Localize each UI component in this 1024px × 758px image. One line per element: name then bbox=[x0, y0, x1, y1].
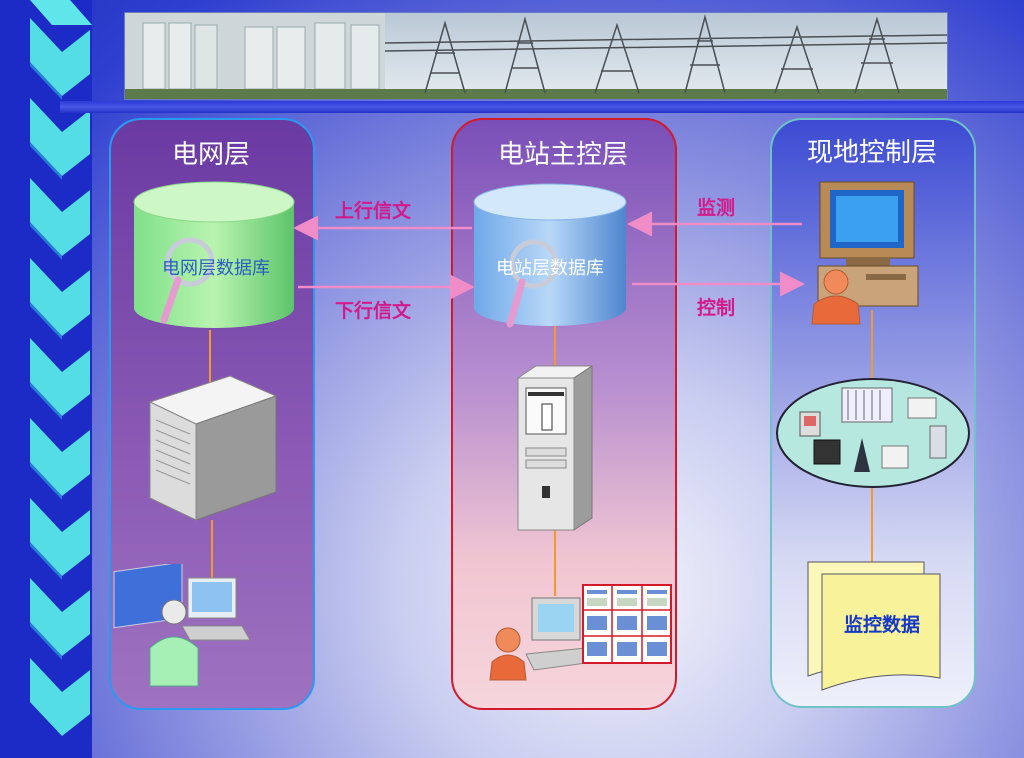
grid-layer-title: 电网层 bbox=[171, 140, 250, 170]
header-divider-bar bbox=[60, 101, 1024, 113]
control-label: 控制 bbox=[697, 297, 736, 319]
monitoring-data-document-icon bbox=[807, 561, 941, 691]
station-database-label: 电站层数据库 bbox=[496, 258, 604, 279]
station-database-icon bbox=[473, 183, 627, 328]
station-server-icon bbox=[516, 365, 594, 531]
substation-banner-image bbox=[124, 12, 948, 100]
grid-database-icon bbox=[133, 181, 295, 328]
field-devices-cluster-icon bbox=[776, 378, 970, 488]
server-icon bbox=[148, 375, 278, 521]
grid-database-label: 电网层数据库 bbox=[162, 258, 270, 279]
station-monitor-screens-image bbox=[582, 584, 672, 664]
uplink-label: 上行信文 bbox=[335, 200, 412, 222]
grid-operator-workstation-icon bbox=[113, 564, 251, 687]
station-layer-title: 电站主控层 bbox=[497, 140, 628, 170]
monitoring-data-label: 监控数据 bbox=[843, 614, 920, 636]
station-operator-workstation-icon bbox=[489, 597, 595, 681]
downlink-label: 下行信文 bbox=[335, 300, 412, 322]
decorative-side-stripe bbox=[0, 0, 92, 758]
field-layer-title: 现地控制层 bbox=[806, 138, 937, 168]
field-computer-icon bbox=[811, 181, 919, 325]
monitor-label: 监测 bbox=[697, 197, 736, 219]
